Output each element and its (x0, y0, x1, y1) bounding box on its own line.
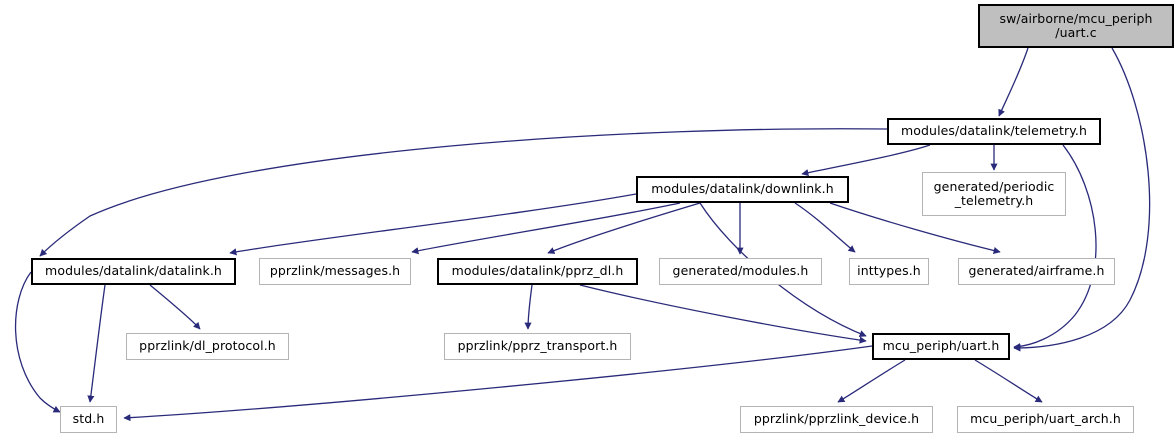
node-uart_arch_h[interactable]: mcu_periph/uart_arch.h (957, 406, 1134, 433)
node-gen_modules_h[interactable]: generated/modules.h (659, 258, 822, 285)
node-std_h[interactable]: std.h (60, 406, 117, 433)
node-uart_h[interactable]: mcu_periph/uart.h (872, 333, 1010, 360)
node-label: generated/periodic _telemetry.h (933, 178, 1055, 208)
node-periodic_telem_h[interactable]: generated/periodic _telemetry.h (922, 172, 1066, 216)
node-label: generated/airframe.h (968, 263, 1105, 279)
node-label: pprzlink/messages.h (269, 263, 401, 279)
node-datalink_h[interactable]: modules/datalink/datalink.h (31, 258, 236, 285)
node-messages_h[interactable]: pprzlink/messages.h (259, 258, 411, 285)
node-label: inttypes.h (857, 263, 921, 279)
node-pprz_transport_h[interactable]: pprzlink/pprz_transport.h (444, 333, 631, 360)
node-label: sw/airborne/mcu_periph /uart.c (999, 10, 1153, 40)
node-pprzlink_device_h[interactable]: pprzlink/pprzlink_device.h (740, 406, 933, 433)
edge-downlink_h-to-airframe_h (829, 202, 1001, 254)
edge-uart_c-to-telemetry_h (998, 47, 1029, 117)
edge-uart_h-to-uart_arch_h (974, 359, 1043, 403)
node-downlink_h[interactable]: modules/datalink/downlink.h (636, 176, 849, 203)
node-label: modules/datalink/telemetry.h (900, 123, 1087, 139)
node-label: pprzlink/pprz_transport.h (457, 338, 618, 354)
edge-downlink_h-to-pprz_dl_h (547, 202, 701, 254)
node-label: modules/datalink/datalink.h (45, 263, 222, 279)
node-telemetry_h[interactable]: modules/datalink/telemetry.h (887, 118, 1101, 145)
edge-uart_c-to-uart_h (1013, 47, 1151, 352)
edge-datalink_h-to-std_h (14, 271, 61, 413)
node-label: mcu_periph/uart.h (882, 338, 1000, 354)
node-label: mcu_periph/uart_arch.h (970, 411, 1121, 427)
edge-datalink_h-to-dl_protocol_h (149, 284, 201, 330)
edge-uart_h-to-pprzlink_device_h (837, 359, 906, 403)
node-label: modules/datalink/pprz_dl.h (451, 263, 624, 279)
edge-downlink_h-to-datalink_h (229, 193, 637, 256)
edge-telemetry_h-to-datalink_h (39, 128, 888, 257)
edge-uart_h-to-std_h (123, 345, 873, 422)
node-label: std.h (72, 411, 105, 427)
node-dl_protocol_h[interactable]: pprzlink/dl_protocol.h (126, 333, 289, 360)
edge-telemetry_h-to-uart_h (1013, 144, 1097, 351)
edge-datalink_h-to-std_h (87, 284, 106, 403)
edge-downlink_h-to-inttypes_h (794, 202, 856, 253)
node-uart_c: sw/airborne/mcu_periph /uart.c (978, 4, 1174, 48)
node-label: pprzlink/pprzlink_device.h (753, 411, 920, 427)
node-pprz_dl_h[interactable]: modules/datalink/pprz_dl.h (437, 258, 638, 285)
edge-pprz_dl_h-to-pprz_transport_h (524, 284, 533, 330)
node-label: modules/datalink/downlink.h (651, 181, 834, 197)
edge-telemetry_h-to-downlink_h (801, 144, 931, 177)
edge-pprz_dl_h-to-uart_h (579, 284, 867, 344)
node-label: generated/modules.h (672, 263, 809, 279)
edge-downlink_h-to-messages_h (411, 202, 681, 255)
node-airframe_h[interactable]: generated/airframe.h (958, 258, 1115, 285)
node-label: pprzlink/dl_protocol.h (139, 338, 276, 354)
node-inttypes_h[interactable]: inttypes.h (849, 258, 929, 285)
edge-paths (14, 47, 1151, 422)
